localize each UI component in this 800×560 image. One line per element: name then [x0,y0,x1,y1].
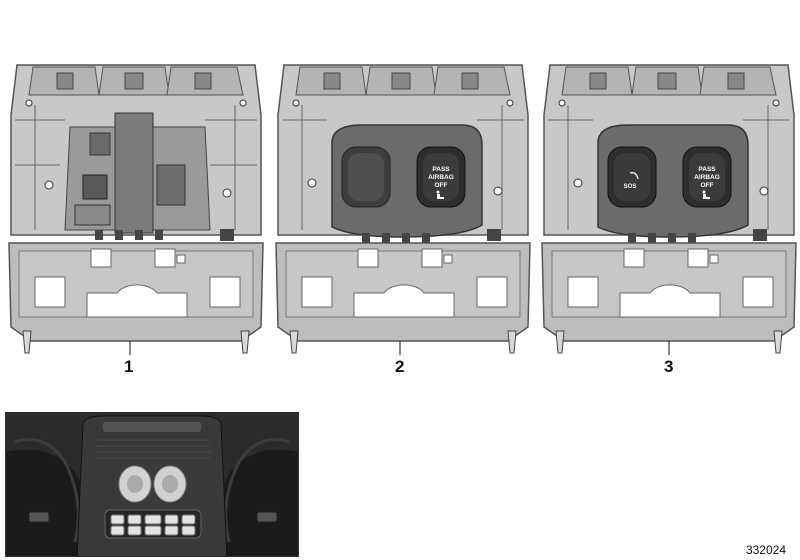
console-drawing-3: SOS PASS AIRBAG OFF [541,64,797,355]
installed-view-photo [5,412,299,557]
installed-view-drawing [5,412,299,557]
console-variant-3: SOS PASS AIRBAG OFF [538,55,800,360]
console-variant-1 [5,55,267,360]
airbag-seat-icon [436,190,444,199]
console-drawing-1 [8,64,264,355]
airbag-text-line-3: OFF [435,182,448,189]
airbag-seat-icon [702,190,710,199]
airbag-text-line-2: AIRBAG [694,174,720,181]
part-number-3: 3 [664,357,674,376]
console-variant-2: PASS AIRBAG OFF [272,55,534,360]
airbag-off-button [689,153,725,201]
sos-arrow-icon [629,171,639,180]
sos-button [614,153,650,201]
airbag-text-line-3: OFF [701,182,714,189]
airbag-off-button [423,153,459,201]
sos-text: SOS [624,184,637,190]
airbag-text-line-1: PASS [432,166,450,173]
part-number-1: 1 [124,357,134,376]
console-drawing-2: PASS AIRBAG OFF [275,64,531,355]
part-number-2: 2 [395,357,405,376]
airbag-text-line-1: PASS [698,166,716,173]
airbag-text-line-2: AIRBAG [428,174,454,181]
diagram-number: 332024 [745,543,786,557]
